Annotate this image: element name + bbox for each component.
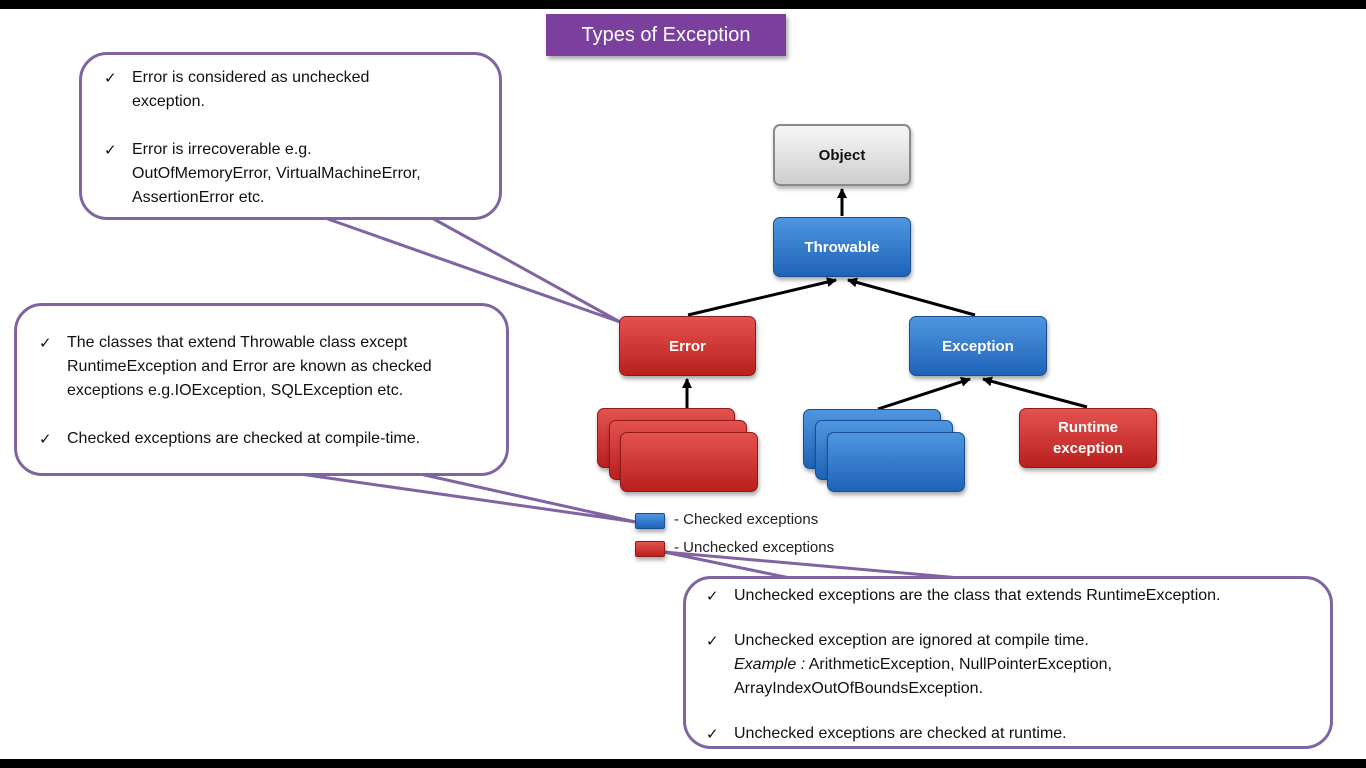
bullet-line: Unchecked exception are ignored at compi… [734, 632, 1089, 649]
bullet-line: exception. [132, 93, 205, 110]
callout-bullet: ✓ Error is irrecoverable e.g. OutOfMemor… [104, 138, 483, 210]
bullet-line: Error is irrecoverable e.g. [132, 141, 312, 158]
callout-bullet: ✓ The classes that extend Throwable clas… [39, 331, 488, 403]
bullet-line: ArrayIndexOutOfBoundsException. [734, 680, 984, 697]
node-label: Exception [942, 337, 1014, 355]
bullet-line: Unchecked exceptions are the class that … [734, 587, 1221, 604]
bullet-line: ArithmeticException, NullPointerExceptio… [805, 656, 1112, 673]
legend-checked-swatch [635, 513, 665, 529]
bullet-line: exceptions e.g.IOException, SQLException… [67, 382, 404, 399]
node-exception: Exception [909, 316, 1047, 376]
unchecked-callout: ✓ Unchecked exceptions are the class tha… [683, 576, 1333, 749]
slide-title: Types of Exception [546, 14, 786, 56]
bullet-line: Checked exceptions are checked at compil… [67, 430, 421, 447]
checkmark-icon: ✓ [706, 632, 719, 650]
checked-callout: ✓ The classes that extend Throwable clas… [14, 303, 509, 476]
legend-checked-label: - Checked exceptions [674, 511, 819, 528]
callout-bullet: ✓ Error is considered as unchecked excep… [104, 66, 483, 114]
checkmark-icon: ✓ [706, 587, 719, 605]
error-subclass-box [620, 432, 758, 492]
arrow-checkedsub-exception [877, 377, 971, 411]
checkmark-icon: ✓ [104, 69, 117, 87]
node-object: Object [773, 124, 911, 186]
checked-callout-pointer [299, 472, 637, 524]
arrow-runtime-exception [982, 376, 1088, 409]
legend-unchecked-label: - Unchecked exceptions [674, 539, 835, 556]
checkmark-icon: ✓ [104, 141, 117, 159]
bullet-line: AssertionError etc. [132, 189, 265, 206]
error-callout: ✓ Error is considered as unchecked excep… [79, 52, 502, 220]
arrow-error-throwable [687, 277, 837, 317]
node-label: Throwable [804, 238, 880, 256]
callout-bullet: ✓ Unchecked exceptions are checked at ru… [706, 722, 1314, 746]
bullet-line: Error is considered as unchecked [132, 69, 370, 86]
bullet-line: OutOfMemoryError, VirtualMachineError, [132, 165, 421, 182]
checkmark-icon: ✓ [706, 725, 719, 743]
callout-bullet: ✓ Checked exceptions are checked at comp… [39, 427, 488, 451]
bullet-line: The classes that extend Throwable class … [67, 334, 408, 351]
bullet-line: Unchecked exceptions are checked at runt… [734, 725, 1067, 742]
bullet-line: RuntimeException and Error are known as … [67, 358, 432, 375]
node-error: Error [619, 316, 756, 376]
checkmark-icon: ✓ [39, 334, 52, 352]
node-throwable: Throwable [773, 217, 911, 277]
checked-subclass-box [827, 432, 965, 492]
checkmark-icon: ✓ [39, 430, 52, 448]
example-label: Example : [734, 656, 806, 673]
node-label: Error [669, 337, 706, 355]
node-label: Object [818, 146, 866, 164]
callout-bullet: ✓ Unchecked exceptions are the class tha… [706, 584, 1314, 608]
legend-unchecked-swatch [635, 541, 665, 557]
arrow-exception-throwable [847, 277, 976, 317]
callout-bullet: ✓ Unchecked exception are ignored at com… [706, 629, 1314, 701]
slide: Types of Exception ✓ Error is considered… [0, 9, 1366, 759]
